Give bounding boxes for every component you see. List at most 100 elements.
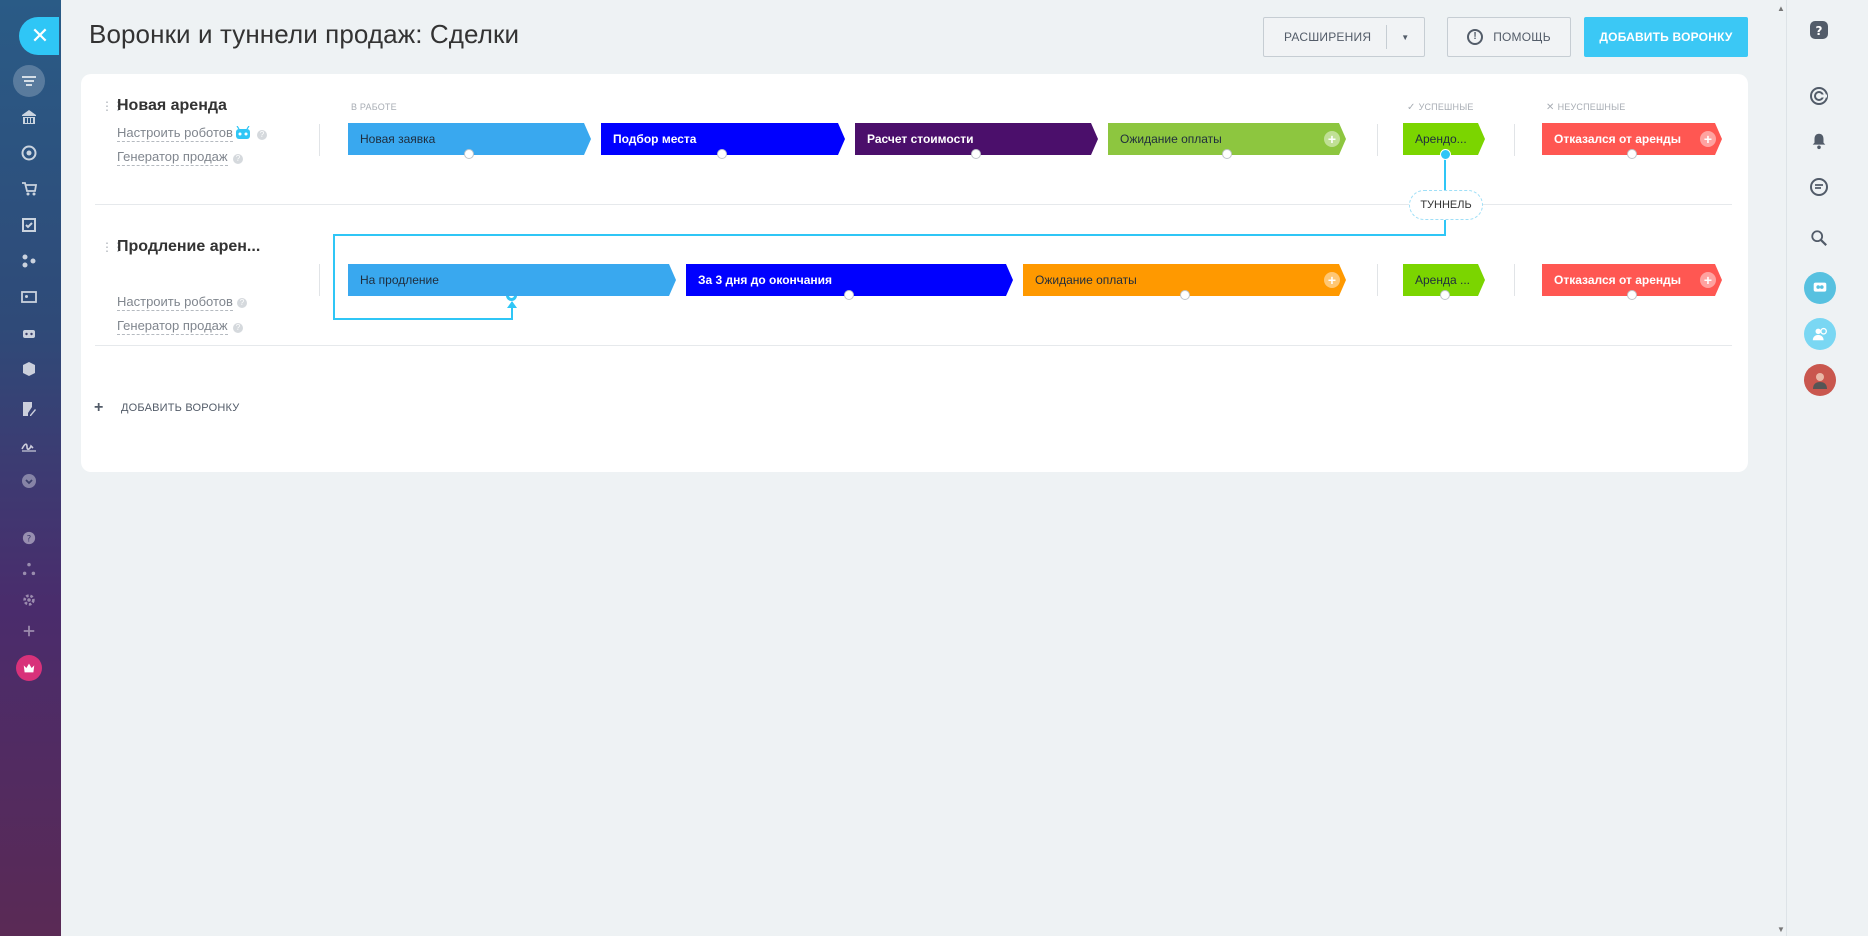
sidebar-item-home[interactable] xyxy=(17,105,41,129)
divider xyxy=(1385,25,1387,49)
sidebar-help[interactable]: ? xyxy=(17,526,41,550)
stage-connector-dot[interactable] xyxy=(1222,149,1232,159)
add-funnel-label: ДОБАВИТЬ ВОРОНКУ xyxy=(121,402,240,414)
add-funnel-button[interactable]: ДОБАВИТЬ ВОРОНКУ xyxy=(1584,17,1748,57)
exclamation-icon: ! xyxy=(1467,29,1484,45)
scroll-up-arrow[interactable]: ▲ xyxy=(1777,4,1785,13)
sidebar-item-sign[interactable] xyxy=(17,433,41,457)
user-avatar[interactable] xyxy=(1804,364,1836,396)
hint-icon[interactable]: ? xyxy=(237,298,247,308)
person-icon xyxy=(1813,373,1827,389)
help-label: ПОМОЩЬ xyxy=(1493,30,1551,44)
sidebar-item-documents[interactable] xyxy=(17,397,41,421)
drag-handle[interactable]: ⋮⋮ xyxy=(101,99,124,113)
add-funnel-link[interactable]: + ДОБАВИТЬ ВОРОНКУ xyxy=(94,399,239,417)
sidebar-item-catalog[interactable] xyxy=(17,357,41,381)
signature-icon xyxy=(21,443,36,452)
hint-icon[interactable]: ? xyxy=(257,130,267,140)
bell-icon xyxy=(1812,133,1826,150)
sidebar-item-contacts[interactable] xyxy=(17,285,41,309)
crown-icon xyxy=(23,663,35,673)
chat-button[interactable] xyxy=(1807,175,1831,199)
generator-link[interactable]: Генератор продаж xyxy=(117,318,228,335)
sidebar-add[interactable] xyxy=(17,619,41,643)
group-chat-avatar[interactable] xyxy=(1804,272,1836,304)
plus-icon: + xyxy=(94,399,104,416)
plus-icon xyxy=(23,625,35,637)
group-icon xyxy=(1813,282,1827,292)
stage-connector-dot[interactable] xyxy=(1627,149,1637,159)
success-stage[interactable]: Аренда ... xyxy=(1403,264,1485,296)
divider xyxy=(319,124,320,156)
svg-text:?: ? xyxy=(27,535,32,545)
tunnel-line xyxy=(333,234,1446,236)
cross-icon: ✕ xyxy=(1546,102,1558,113)
search-button[interactable] xyxy=(1807,226,1831,250)
column-label-success: ✓ УСПЕШНЫЕ xyxy=(1407,102,1474,113)
sidebar-item-crm[interactable] xyxy=(13,65,45,97)
chat-icon xyxy=(1810,178,1828,196)
stage-connector-dot[interactable] xyxy=(844,290,854,300)
notifications-button[interactable] xyxy=(1807,129,1831,153)
sidebar-crown[interactable] xyxy=(16,655,42,681)
hint-icon[interactable]: ? xyxy=(233,323,243,333)
sidebar-item-shop[interactable] xyxy=(17,177,41,201)
stage-connector-dot[interactable] xyxy=(1440,290,1450,300)
tunnel-start-dot[interactable] xyxy=(1440,149,1451,160)
filter-icon xyxy=(22,76,36,86)
stage-connector-dot[interactable] xyxy=(717,149,727,159)
robot-icon xyxy=(23,330,35,338)
nodes-icon xyxy=(22,254,36,268)
funnel-name[interactable]: Новая аренда xyxy=(117,97,227,114)
help-button[interactable]: ! ПОМОЩЬ xyxy=(1447,17,1571,57)
add-stage-plus-icon[interactable]: + xyxy=(1700,131,1716,147)
add-stage-plus-icon[interactable]: + xyxy=(1324,131,1340,147)
stage-connector-dot[interactable] xyxy=(971,149,981,159)
hierarchy-icon xyxy=(22,562,36,576)
drag-handle[interactable]: ⋮⋮ xyxy=(101,240,124,254)
help-button[interactable]: ? xyxy=(1807,18,1831,42)
extensions-label: РАСШИРЕНИЯ xyxy=(1284,30,1372,44)
divider xyxy=(1377,124,1378,156)
stage-connector-dot[interactable] xyxy=(1180,290,1190,300)
sidebar-item-robots[interactable] xyxy=(17,321,41,345)
extensions-button[interactable]: РАСШИРЕНИЯ ▼ xyxy=(1263,17,1425,57)
robots-link[interactable]: Настроить роботов xyxy=(117,125,233,142)
svg-text:?: ? xyxy=(1816,24,1823,38)
stage[interactable]: На продление xyxy=(348,264,676,296)
tunnel-arrow-icon xyxy=(507,301,517,308)
contact-card-icon xyxy=(21,291,37,303)
funnel-name[interactable]: Продление арен... xyxy=(117,238,261,255)
stage[interactable]: Подбор места xyxy=(601,123,845,155)
sidebar-item-more[interactable] xyxy=(17,469,41,493)
sidebar-item-sites[interactable] xyxy=(17,249,41,273)
sidebar-item-goals[interactable] xyxy=(17,141,41,165)
scroll-down-arrow[interactable]: ▼ xyxy=(1777,925,1785,934)
robots-link[interactable]: Настроить роботов xyxy=(117,294,233,311)
stage-connector-dot[interactable] xyxy=(464,149,474,159)
generator-link[interactable]: Генератор продаж xyxy=(117,149,228,166)
close-slider-button[interactable]: ✕ xyxy=(19,17,59,55)
success-label: УСПЕШНЫЕ xyxy=(1418,102,1474,112)
right-sidebar xyxy=(1786,0,1868,936)
sidebar-structure[interactable] xyxy=(17,557,41,581)
sidebar-item-tasks[interactable] xyxy=(17,213,41,237)
divider xyxy=(319,264,320,296)
box-icon xyxy=(23,362,35,376)
search-icon xyxy=(1811,230,1827,246)
tunnel-badge[interactable]: ТУННЕЛЬ xyxy=(1409,190,1483,220)
sidebar-settings[interactable] xyxy=(17,588,41,612)
open-lines-avatar[interactable] xyxy=(1804,318,1836,350)
document-edit-icon xyxy=(23,402,36,416)
tunnel-line xyxy=(511,302,513,320)
pulse-button[interactable] xyxy=(1807,84,1831,108)
tunnel-line xyxy=(333,234,335,320)
stage-connector-dot[interactable] xyxy=(1627,290,1637,300)
hint-icon[interactable]: ? xyxy=(233,154,243,164)
funnel-separator xyxy=(95,204,1732,205)
add-stage-plus-icon[interactable]: + xyxy=(1324,272,1340,288)
add-stage-plus-icon[interactable]: + xyxy=(1700,272,1716,288)
fail-stage[interactable]: Отказался от аренды xyxy=(1542,264,1722,296)
check-icon: ✓ xyxy=(1407,102,1419,113)
chevron-down-icon[interactable]: ▼ xyxy=(1401,32,1410,42)
